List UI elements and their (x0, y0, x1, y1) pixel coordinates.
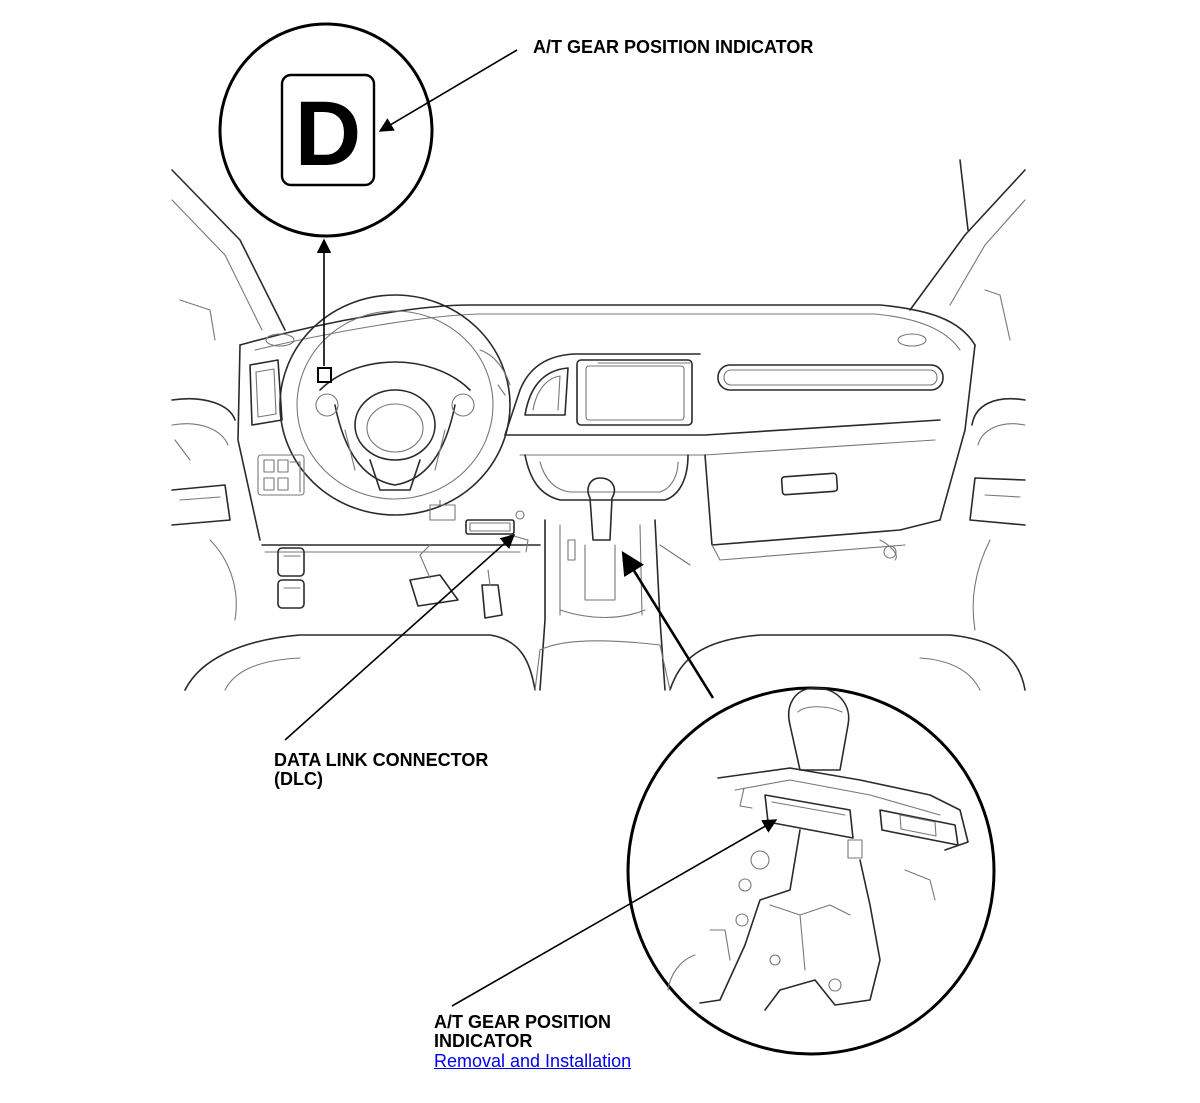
console-to-callout-arrow (621, 551, 715, 699)
left-lower-dash (171, 397, 541, 621)
bottom-indicator-label-line1: A/T GEAR POSITION (434, 1012, 612, 1032)
indicator-glyph: D (295, 83, 361, 185)
top-indicator-label: A/T GEAR POSITION INDICATOR (533, 37, 814, 57)
steering-wheel (279, 294, 511, 516)
dashboard (237, 304, 976, 561)
shift-lever-icon (667, 687, 969, 1011)
dlc-label-line1: DATA LINK CONNECTOR (274, 750, 489, 770)
right-door (969, 398, 1026, 631)
gear-position-display-icon: D (280, 73, 376, 187)
a-pillars (171, 159, 1026, 341)
dlc-label-line2: (DLC) (274, 769, 323, 789)
removal-installation-link[interactable]: Removal and Installation (434, 1051, 632, 1071)
center-console (524, 454, 691, 691)
top-label-leader (378, 49, 518, 132)
shift-assembly-callout-circle (626, 686, 996, 1056)
dlc-leader (284, 534, 516, 741)
bottom-label-leader (451, 819, 778, 1007)
seats (184, 634, 1026, 691)
bottom-indicator-label-line2: INDICATOR (434, 1031, 533, 1051)
cluster-marker (317, 367, 332, 383)
